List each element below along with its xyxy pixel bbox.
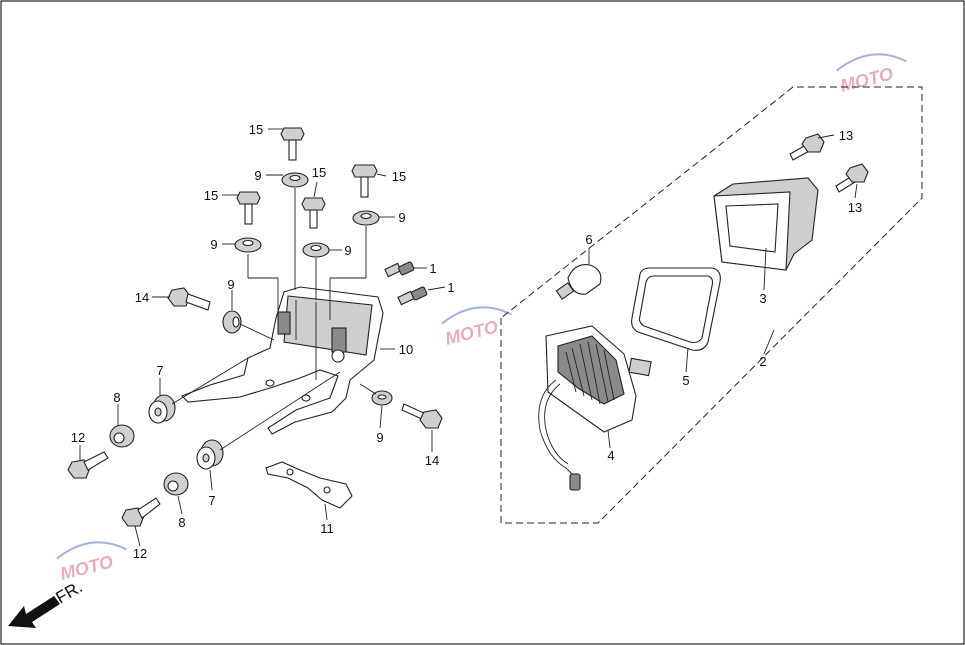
bolt-14-lower [401,403,443,429]
washer-8-upper [109,424,135,448]
gasket-5 [631,267,721,351]
callout-9: 9 [344,243,351,258]
grommet-9-lower [371,390,393,406]
callout-9: 9 [254,168,261,183]
callout-9: 9 [398,210,405,225]
housing-4 [538,325,652,491]
callout-9: 9 [376,430,383,445]
callout-12: 12 [133,546,147,561]
callout-15: 15 [312,165,326,180]
grommet-9-middle [302,242,330,258]
callout-12: 12 [71,430,85,445]
svg-text:MOTO: MOTO [838,63,895,95]
front-direction-indicator: FR. [8,577,86,628]
callout-7: 7 [156,363,163,378]
callout-2: 2 [759,354,766,369]
callout-9: 9 [227,277,234,292]
watermark-top-right: MOTO [836,53,907,96]
lens-3 [713,177,819,271]
grommet-9-left [234,237,262,253]
watermark-center: MOTO [441,306,512,349]
callout-15: 15 [204,188,218,203]
license-bracket-10 [181,286,384,435]
callout-8: 8 [113,390,120,405]
callout-6: 6 [585,232,592,247]
bolt-15-top [280,127,305,161]
callout-3: 3 [759,291,766,306]
callout-15: 15 [392,169,406,184]
leader-lines-left [79,128,446,547]
bolt-13-lower [835,163,869,193]
plate-11 [265,461,353,509]
bolt-14-upper [167,287,211,311]
bulb-1-lower [397,286,428,306]
svg-text:MOTO: MOTO [58,551,115,583]
callout-8: 8 [178,515,185,530]
callout-11: 11 [320,521,334,536]
callout-15: 15 [249,122,263,137]
callout-13: 13 [848,200,862,215]
callout-7: 7 [208,493,215,508]
bolt-12-lower [121,497,161,527]
callout-10: 10 [399,342,413,357]
callout-14: 14 [135,290,149,305]
callout-1: 1 [429,261,436,276]
grommet-7-lower [196,439,224,470]
bolt-15-right [351,164,378,198]
bulb-6 [555,263,602,300]
callout-13: 13 [839,128,853,143]
watermark-bottom-left: MOTO [56,541,127,584]
callout-1: 1 [447,280,454,295]
bolt-13-upper [789,133,825,161]
callout-9: 9 [210,237,217,252]
grommet-9-side [222,310,242,334]
assembly-2-boundary [500,86,923,524]
callout-labels: 15 9 15 15 15 9 9 9 1 1 14 9 10 7 8 12 9… [71,122,862,561]
callout-4: 4 [607,448,614,463]
grommet-9-right [352,210,380,226]
callout-14: 14 [425,453,439,468]
bolt-15-left [236,191,261,225]
washer-8-lower [163,472,189,496]
grommet-9-top [281,172,309,188]
bolt-15-middle [301,197,326,229]
leader-lines-right [588,134,858,449]
callout-5: 5 [682,373,689,388]
svg-text:MOTO: MOTO [443,316,500,348]
grommet-7-upper [148,394,176,424]
front-arrow-icon [8,596,60,628]
bulb-1-upper [384,261,415,278]
bolt-12-upper [67,451,109,479]
